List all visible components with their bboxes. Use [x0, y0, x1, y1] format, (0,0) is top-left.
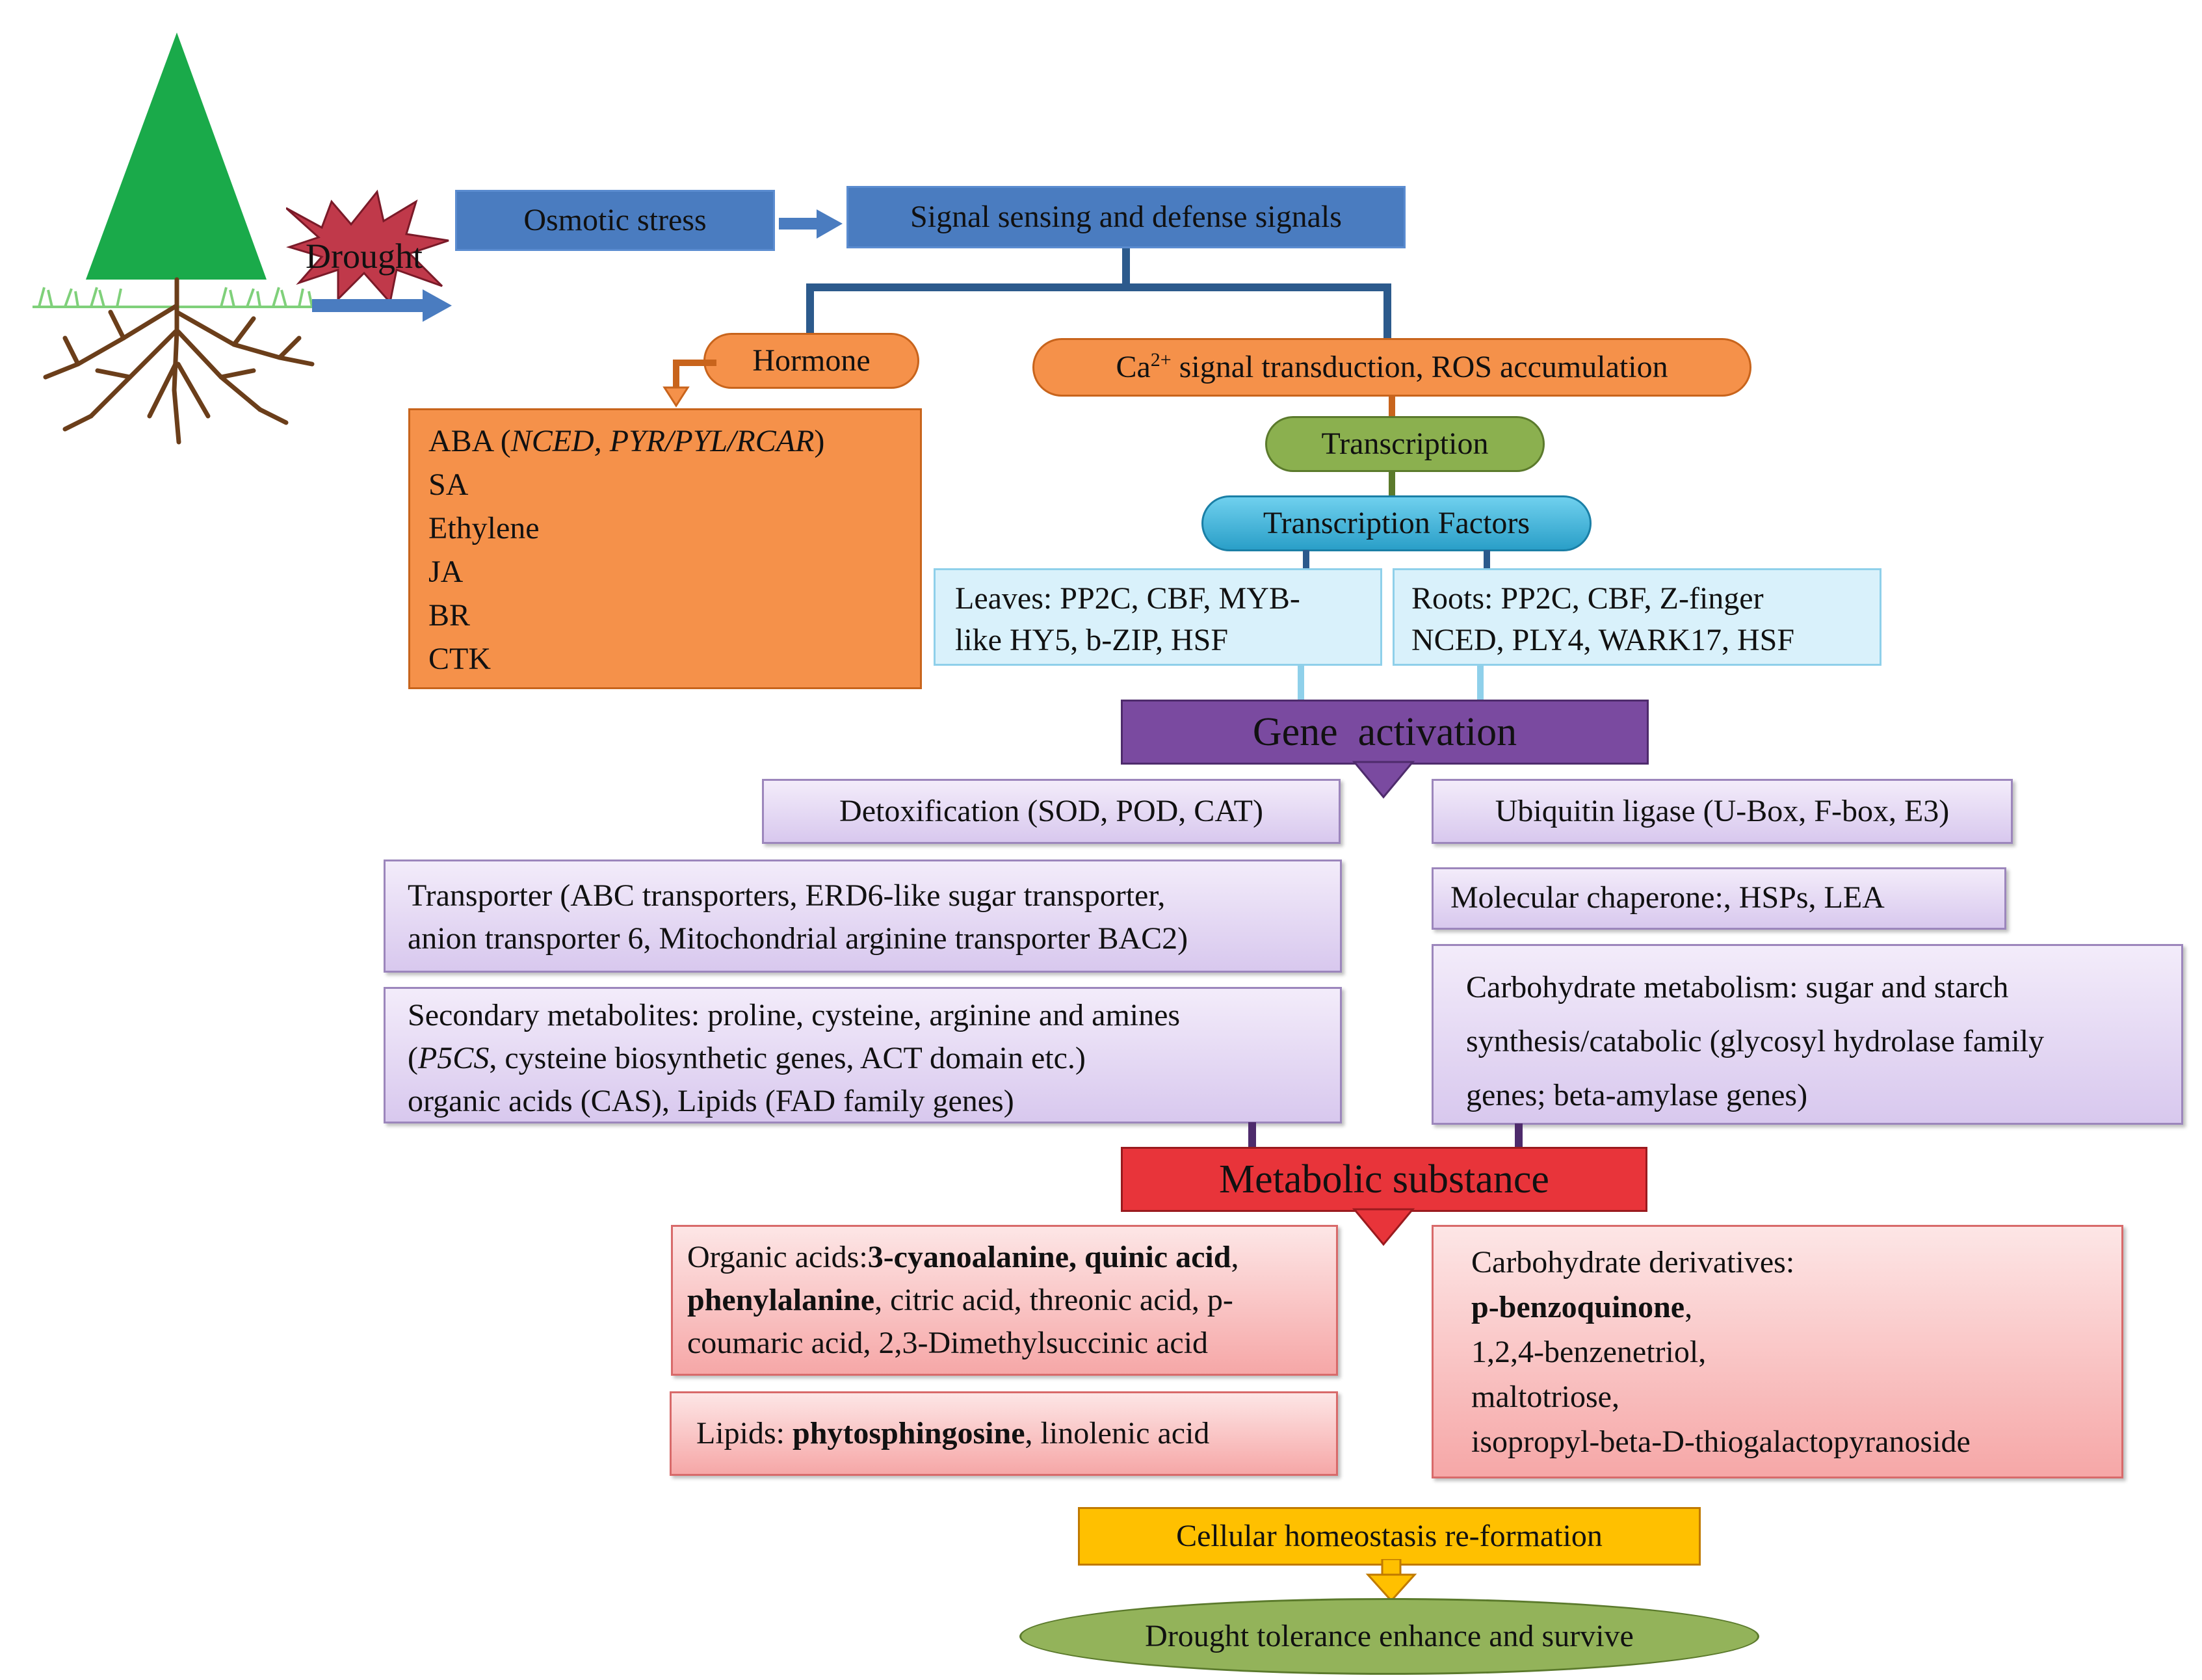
connector-tf-roots [1484, 550, 1490, 570]
secondary-line-2: (P5CS, cysteine biosynthetic genes, ACT … [408, 1041, 1086, 1075]
connector-to-ca [1383, 283, 1391, 339]
tolerance-label: Drought tolerance enhance and survive [1145, 1618, 1634, 1653]
drought-burst-icon [286, 189, 449, 305]
carb-derivatives-title: Carbohydrate derivatives: [1471, 1245, 1795, 1280]
transcription-label: Transcription [1321, 426, 1489, 461]
transporter-line-2: anion transporter 6, Mitochondrial argin… [408, 921, 1188, 956]
tolerance-ellipse: Drought tolerance enhance and survive [1019, 1598, 1759, 1675]
hormone-list-box: ABA (NCED, PYR/PYL/RCAR) SA Ethylene JA … [408, 408, 922, 689]
metabolic-substance-box: Metabolic substance [1121, 1147, 1647, 1212]
gene-activation-box: Gene activation [1121, 700, 1649, 765]
connector-transcription-tf [1389, 471, 1395, 498]
hormone-ctk: CTK [428, 642, 491, 676]
connector-carb-metabolic [1515, 1123, 1523, 1148]
osmotic-stress-label: Osmotic stress [523, 202, 707, 237]
detox-box: Detoxification (SOD, POD, CAT) [762, 779, 1341, 844]
ca-signal-pill: Ca2+ signal transduction, ROS accumulati… [1032, 338, 1751, 397]
leaves-box: Leaves: PP2C, CBF, MYB- like HY5, b-ZIP,… [934, 568, 1382, 666]
carb-derivatives-item-3: isopropyl-beta-D-thiogalactopyranoside [1471, 1424, 1971, 1459]
carb-metabolism-line-1: Carbohydrate metabolism: sugar and starc… [1466, 970, 2009, 1004]
secondary-line-1: Secondary metabolites: proline, cysteine… [408, 998, 1181, 1032]
carb-derivatives-pbq: p-benzoquinone, [1471, 1290, 1693, 1324]
chaperone-box: Molecular chaperone:, HSPs, LEA [1432, 867, 2006, 930]
connector-tf-leaves [1303, 550, 1309, 570]
carb-metabolism-line-3: genes; beta-amylase genes) [1466, 1078, 1808, 1112]
connector-signal-horizontal [806, 283, 1391, 291]
homeostasis-box: Cellular homeostasis re-formation [1078, 1507, 1701, 1566]
transporter-line-1: Transporter (ABC transporters, ERD6-like… [408, 878, 1166, 913]
carbohydrate-metabolism-box: Carbohydrate metabolism: sugar and starc… [1432, 944, 2183, 1125]
secondary-metabolites-box: Secondary metabolites: proline, cysteine… [384, 987, 1342, 1123]
connector-ca-transcription [1389, 395, 1395, 420]
carb-metabolism-line-2: synthesis/catabolic (glycosyl hydrolase … [1466, 1024, 2045, 1058]
connector-signal-down [1122, 248, 1130, 286]
hormone-pill: Hormone [703, 333, 919, 389]
tree-roots [43, 277, 315, 445]
metabolic-substance-label: Metabolic substance [1219, 1157, 1549, 1201]
ca-signal-label: Ca2+ signal transduction, ROS accumulati… [1116, 348, 1668, 384]
signal-sensing-box: Signal sensing and defense signals [846, 186, 1406, 248]
hormone-sa: SA [428, 467, 469, 502]
leaves-line-1: Leaves: PP2C, CBF, MYB- [955, 581, 1300, 616]
connector-leaves-gene [1298, 664, 1304, 701]
ubiquitin-box: Ubiquitin ligase (U-Box, F-box, E3) [1432, 779, 2013, 844]
connector-roots-gene [1477, 664, 1484, 701]
gene-activation-label: Gene activation [1252, 709, 1517, 754]
drought-arrow [312, 289, 452, 322]
osmotic-stress-box: Osmotic stress [455, 190, 775, 251]
organic-acids-box: Organic acids:3-cyanoalanine, quinic aci… [671, 1225, 1338, 1376]
chaperone-label: Molecular chaperone:, HSPs, LEA [1450, 880, 1885, 915]
homeostasis-arrow [1365, 1559, 1417, 1603]
hormone-ethylene: Ethylene [428, 511, 540, 545]
organic-acids-line-1: Organic acids:3-cyanoalanine, quinic aci… [687, 1240, 1239, 1274]
connector-secondary-metabolic [1248, 1122, 1256, 1148]
hormone-ja: JA [428, 555, 464, 589]
drought-label: Drought [306, 237, 423, 276]
carbohydrate-derivatives-box: Carbohydrate derivatives: p-benzoquinone… [1432, 1225, 2123, 1478]
lipids-label: Lipids: phytosphingosine, linolenic acid [696, 1416, 1210, 1450]
transporter-box: Transporter (ABC transporters, ERD6-like… [384, 860, 1342, 973]
hormone-br: BR [428, 598, 471, 633]
tree-canopy [86, 33, 267, 280]
lipids-box: Lipids: phytosphingosine, linolenic acid [670, 1391, 1338, 1476]
osmotic-to-signal-arrow [779, 209, 843, 239]
detox-label: Detoxification (SOD, POD, CAT) [839, 793, 1263, 828]
transcription-factors-label: Transcription Factors [1263, 505, 1530, 540]
gene-activation-arrow [1352, 761, 1415, 799]
carb-derivatives-item-1: 1,2,4-benzenetriol, [1471, 1335, 1707, 1369]
homeostasis-label: Cellular homeostasis re-formation [1176, 1518, 1603, 1553]
secondary-line-3: organic acids (CAS), Lipids (FAD family … [408, 1084, 1014, 1118]
connector-to-hormone [806, 283, 814, 335]
carb-derivatives-item-2: maltotriose, [1471, 1380, 1619, 1414]
organic-acids-line-2: phenylalanine, citric acid, threonic aci… [687, 1283, 1233, 1317]
ubiquitin-label: Ubiquitin ligase (U-Box, F-box, E3) [1495, 793, 1950, 828]
metabolic-arrow [1352, 1208, 1415, 1246]
transcription-pill: Transcription [1265, 416, 1545, 472]
transcription-factors-pill: Transcription Factors [1201, 495, 1592, 551]
signal-sensing-label: Signal sensing and defense signals [910, 199, 1342, 234]
roots-box: Roots: PP2C, CBF, Z-finger NCED, PLY4, W… [1393, 568, 1881, 666]
roots-line-2: NCED, PLY4, WARK17, HSF [1411, 623, 1795, 657]
tree-illustration [33, 33, 325, 445]
organic-acids-line-3: coumaric acid, 2,3-Dimethylsuccinic acid [687, 1326, 1209, 1360]
leaves-line-2: like HY5, b-ZIP, HSF [955, 623, 1229, 657]
hormone-label: Hormone [752, 343, 871, 378]
roots-line-1: Roots: PP2C, CBF, Z-finger [1411, 581, 1764, 616]
hormone-aba: ABA (NCED, PYR/PYL/RCAR) [428, 424, 825, 458]
hormone-arrow [662, 360, 716, 408]
